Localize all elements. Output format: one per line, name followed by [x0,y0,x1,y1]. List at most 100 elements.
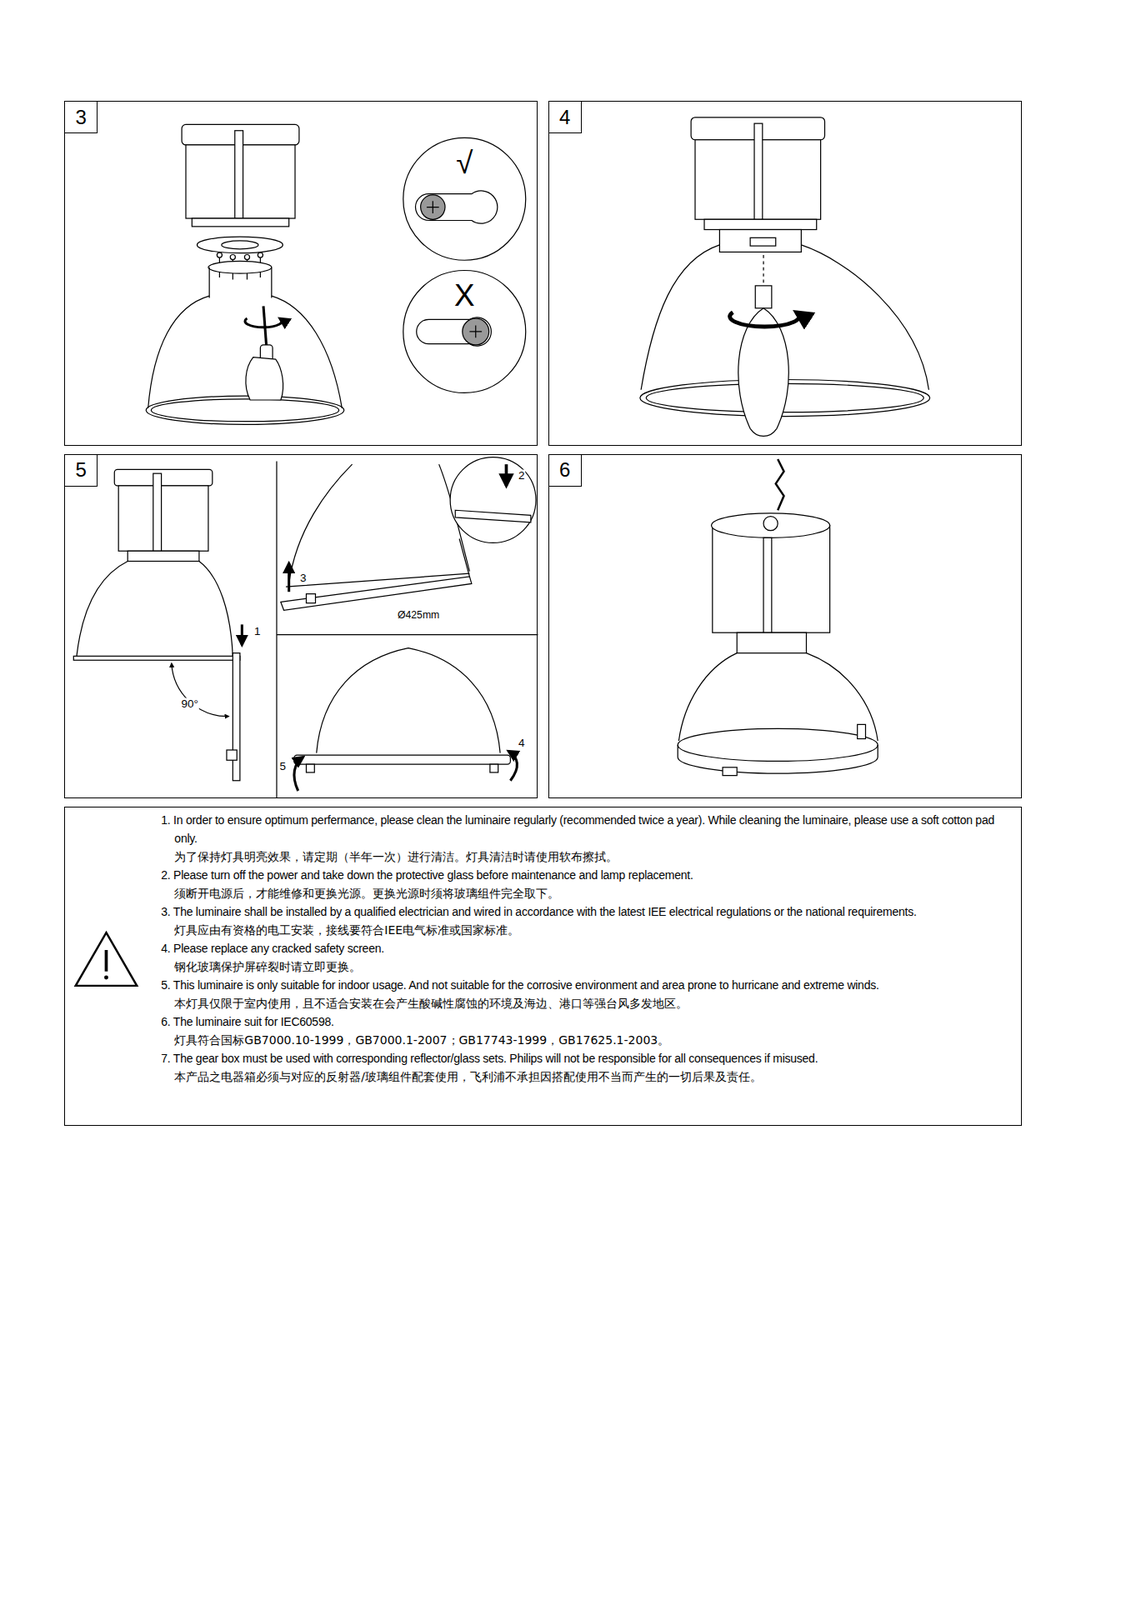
step4-figure-part [762,255,764,286]
callout-label: 5 [279,760,288,773]
step6-figure-part [775,459,785,511]
step5-figure-part [508,750,517,781]
step5-figure-part [118,485,209,551]
step5-figure-part [316,648,501,754]
note-text: 本灯具仅限于室内使用，且不适合安装在会产生酸碱性腐蚀的环境及海边、港口等强台风多… [174,994,1013,1013]
step4-figure-part [750,237,776,246]
step3-figure-part [216,252,222,258]
step3-figure-part [416,317,492,346]
check-mark: X [453,279,476,313]
step-number: 4 [549,101,582,134]
note-text: 须断开电源后，才能维修和更换光源。更换光源时须将玻璃组件完全取下。 [174,884,1013,903]
callout-label: 1 [253,625,262,639]
warning-triangle-part [104,975,109,981]
note-text: 灯具符合国标GB7000.10-1999，GB7000.1-2007；GB177… [174,1030,1013,1050]
step-panel: 6 [548,454,1022,799]
step3-figure-part [245,357,284,401]
note-text: 7. The gear box must be used with corres… [160,1049,1013,1068]
step6-figure-part [677,728,878,761]
callout-label: 90° [180,698,200,711]
step3-figure-part [403,137,526,261]
step3-figure-part [196,236,283,254]
step6-figure-part [763,537,772,633]
step5-figure-part [505,464,509,486]
step5-figure-part [459,539,470,577]
note-text: 5. This luminaire is only suitable for i… [160,975,1013,995]
step-number: 6 [549,455,582,487]
step6-figure-part [763,516,778,531]
step5-figure-part [153,473,162,551]
step3-figure-part [415,190,498,224]
note-text: 3. The luminaire shall be installed by a… [160,902,1013,921]
step6-figure-part [736,632,806,653]
step3-figure-part [244,255,250,261]
note-text: 6. The luminaire suit for IEC60598. [160,1012,1013,1031]
step5-figure-part [240,624,244,645]
step5-figure-part [294,755,511,765]
step5-figure-part [289,464,471,584]
note-text: 为了保持灯具明亮效果，请定期（半年一次）进行清洁。灯具清洁时请使用软布擦拭。 [174,847,1013,866]
step3-figure-part [257,252,263,258]
notes-box: 1. In order to ensure optimum perfermanc… [64,806,1022,1126]
note-text: 2. Please turn off the power and take do… [160,865,1013,885]
note-text: 钢化玻璃保护屏碎裂时请立即更换。 [174,957,1013,976]
step6-figure-part [677,745,878,774]
step6-figure [677,459,878,776]
step5-figure-part [305,764,315,773]
step5-figure-part [127,550,200,561]
step3-figure-part [209,267,272,299]
step5-figure-part [450,457,536,544]
step-panel: 4 [548,100,1022,446]
warning-triangle-part [75,932,137,986]
step3-figure-part [148,295,343,409]
step6-figure-part [711,513,831,538]
note-text: 4. Please replace any cracked safety scr… [160,939,1013,958]
step5-figure-part [114,469,213,486]
step4-figure-part [754,123,763,220]
note-text: 1. In order to ensure optimum perfermanc… [160,810,1013,848]
step3-figure-part [221,240,259,250]
step5-figure-part [305,594,316,604]
step5-figure-part [76,560,233,656]
step6-figure-part [722,767,737,776]
step3-figure-part [150,399,339,422]
step5-figure-part [287,563,291,592]
step5-figure-part [232,653,241,781]
step3-figure-part [403,270,526,393]
step3-figure-part [208,260,272,274]
step5-figure-part [171,663,230,717]
step-number: 5 [65,455,98,487]
callout-label: 4 [517,736,526,750]
callout-label: 2 [517,469,526,482]
step3-figure-part [420,195,446,220]
step3-figure-part [191,218,289,227]
step4-figure-part [719,230,801,253]
warning-triangle [75,932,137,986]
step6-figure-part [678,653,878,741]
step5-figure-part [73,655,241,661]
step4-figure-part [755,285,772,309]
step-panel: 5 [64,454,538,799]
warning-triangle-part [105,950,109,972]
step5-figure-part [280,576,472,611]
note-text: 本产品之电器箱必须与对应的反射器/玻璃组件配套使用，飞利浦不承担因搭配使用不当而… [174,1067,1013,1086]
step6-figure-part [857,724,866,739]
step3-figure-part [230,255,236,261]
note-text: 灯具应由有资格的电工安装，接线要符合IEE电气标准或国家标准。 [174,920,1013,940]
step3-figure-part [462,318,490,346]
step3-figure [145,124,526,425]
step5-figure-part [490,764,499,773]
step-number: 3 [65,101,98,134]
step5-figure [73,457,538,799]
check-mark: √ [455,146,474,181]
step5-figure-part [455,510,531,523]
step3-figure-part [245,318,282,328]
step3-figure-part [235,130,244,219]
step4-figure-part [730,312,800,327]
callout-label: Ø425mm [396,610,441,621]
step3-figure-part [145,395,345,425]
step5-figure-part [226,750,237,761]
step4-figure-part [704,219,817,230]
step4-figure [640,117,931,437]
